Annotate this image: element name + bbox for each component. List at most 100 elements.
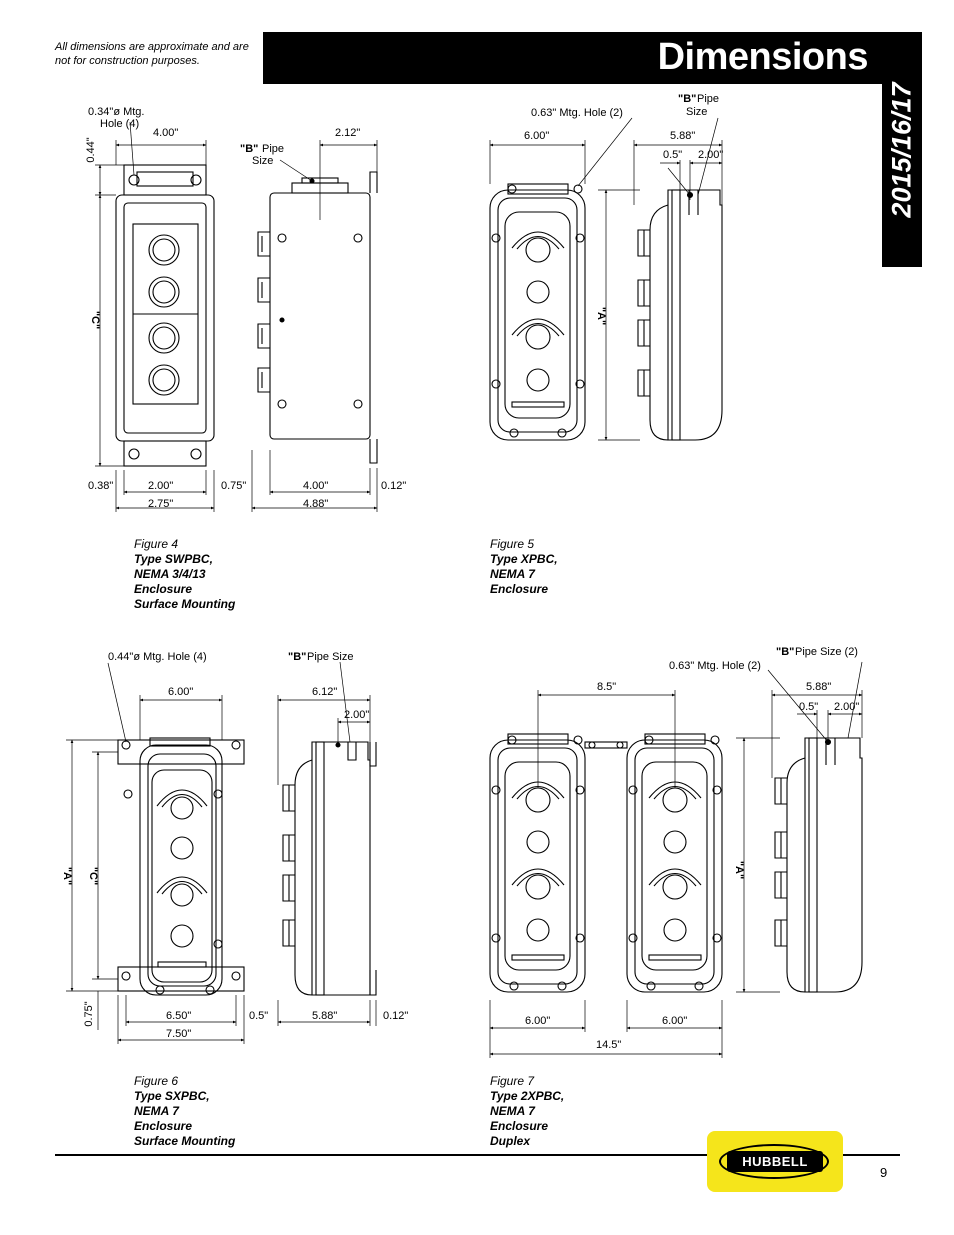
fig4-bottom-bracket — [123, 440, 207, 467]
disclaimer-text: All dimensions are approximate and are n… — [55, 41, 249, 67]
fig4-c-label: "C" — [89, 311, 101, 329]
fig7-b1: 6.00" — [525, 1015, 550, 1027]
fig7-center: 8.5" — [597, 681, 616, 693]
caption-line: Surface Mounting — [134, 597, 236, 611]
fig4-b1: 0.38" — [88, 480, 113, 492]
figure-5-drawing — [489, 117, 723, 441]
fig6-c-label: "C" — [87, 867, 99, 885]
fig7-side-body — [804, 737, 863, 993]
fig4-side-top: 2.12" — [335, 127, 360, 139]
fig7-side-b: 2.00" — [834, 701, 859, 713]
figure-6-caption: Figure 6 Type SXPBC, NEMA 7 Enclosure Su… — [134, 1074, 235, 1149]
fig7-pipe-rest: Pipe Size (2) — [795, 646, 858, 658]
caption-line: Type SWPBC, — [134, 552, 213, 566]
caption-line: Type XPBC, — [490, 552, 558, 566]
logo-bar — [727, 1151, 823, 1172]
fig6-side-body — [311, 741, 371, 996]
year-tab: 2015/16/17 — [882, 32, 922, 267]
fig6-side-top: 6.12" — [312, 686, 337, 698]
fig7-hole-label: 0.63" Mtg. Hole (2) — [669, 660, 761, 672]
fig6-bottom-bracket — [117, 966, 245, 992]
caption-line: NEMA 3/4/13 — [134, 567, 206, 581]
page-number: 9 — [880, 1165, 888, 1180]
hubbell-logo: HUBBELL — [707, 1131, 843, 1192]
fig5-a-label: "A" — [595, 307, 607, 325]
fig6-s2: 5.88" — [312, 1010, 337, 1022]
caption-line: NEMA 7 — [490, 567, 535, 581]
fig4-pipe-pipe: Pipe — [262, 143, 284, 155]
caption-line: Enclosure — [134, 1119, 193, 1133]
fig6-top-width: 6.00" — [168, 686, 193, 698]
caption-line: Enclosure — [490, 582, 549, 596]
fig5-side-b: 2.00" — [698, 149, 723, 161]
fig7-b3: 14.5" — [596, 1039, 621, 1051]
fig6-pipe-b: "B" — [288, 651, 306, 663]
caption-label: Figure 7 — [490, 1074, 535, 1088]
fig7-front-body-left — [489, 739, 586, 993]
fig6-side-b: 2.00" — [344, 709, 369, 721]
fig5-side-top: 5.88" — [670, 130, 695, 142]
caption-label: Figure 6 — [134, 1074, 179, 1088]
fig6-b1: 6.50" — [166, 1010, 191, 1022]
fig6-b2: 7.50" — [166, 1028, 191, 1040]
fig6-s3: 0.12" — [383, 1010, 408, 1022]
fig7-pipe-b: "B" — [776, 646, 794, 658]
fig4-pipe-size: Size — [252, 155, 273, 167]
fig5-top-width: 6.00" — [524, 130, 549, 142]
page-title: Dimensions — [657, 36, 869, 78]
fig5-pipe-pipe: Pipe — [697, 93, 719, 105]
footer-rule — [55, 1154, 900, 1156]
fig4-s2: 4.00" — [303, 480, 328, 492]
fig6-hole-label: 0.44"ø Mtg. Hole (4) — [108, 651, 207, 663]
caption-line: NEMA 7 — [490, 1104, 535, 1118]
caption-line: Type SXPBC, — [134, 1089, 210, 1103]
figure-7-drawing — [489, 661, 863, 1058]
figure-7-dimension-labels: "B" Pipe Size (2) 0.63" Mtg. Hole (2) 8.… — [525, 646, 859, 1051]
fig4-s3: 0.12" — [381, 480, 406, 492]
fig5-side-a: 0.5" — [663, 149, 682, 161]
fig4-b2: 2.00" — [148, 480, 173, 492]
caption-line: Surface Mounting — [134, 1134, 236, 1148]
figure-7-caption: Figure 7 Type 2XPBC, NEMA 7 Enclosure Du… — [490, 1074, 564, 1149]
fig5-side-body — [667, 189, 723, 441]
fig7-side-a: 0.5" — [799, 701, 818, 713]
fig6-top-bracket — [117, 739, 245, 765]
caption-line: Duplex — [490, 1134, 531, 1148]
fig6-front-body — [139, 744, 223, 996]
fig4-hole-label: 0.34"ø Mtg. — [88, 106, 144, 118]
caption-line: NEMA 7 — [134, 1104, 179, 1118]
caption-line: Enclosure — [490, 1119, 549, 1133]
fig4-top-width: 4.00" — [153, 127, 178, 139]
caption-line: Type 2XPBC, — [490, 1089, 565, 1103]
fig6-s1: 0.5" — [249, 1010, 268, 1022]
fig4-b3: 2.75" — [148, 498, 173, 510]
figure-4-caption: Figure 4 Type SWPBC, NEMA 3/4/13 Enclosu… — [134, 537, 235, 612]
figure-5-dimension-labels: 0.63" Mtg. Hole (2) "B" Pipe Size 6.00" … — [524, 93, 723, 325]
fig5-front-body — [489, 189, 586, 441]
caption-label: Figure 5 — [490, 537, 535, 551]
figure-6-drawing — [66, 661, 377, 1044]
figure-5-caption: Figure 5 Type XPBC, NEMA 7 Enclosure — [490, 537, 558, 597]
fig7-b2: 6.00" — [662, 1015, 687, 1027]
logo-text: HUBBELL — [742, 1154, 808, 1169]
fig4-s4: 4.88" — [303, 498, 328, 510]
fig4-small-height: 0.44" — [85, 137, 97, 162]
fig7-a-label: "A" — [733, 861, 745, 879]
fig5-pipe-b: "B" — [678, 93, 696, 105]
fig6-small-height: 0.75" — [83, 1001, 95, 1026]
fig4-s1: 0.75" — [221, 480, 246, 492]
fig6-a-label: "A" — [61, 867, 73, 885]
caption-line: Enclosure — [134, 582, 193, 596]
figure-4-dimension-labels: 0.34"ø Mtg. Hole (4) 4.00" 0.44" "B" Pip… — [85, 106, 406, 510]
fig4-pipe-b: "B" — [240, 143, 258, 155]
figure-6-dimension-labels: 0.44"ø Mtg. Hole (4) "B" Pipe Size 6.00"… — [61, 651, 408, 1040]
fig5-pipe-size: Size — [686, 106, 707, 118]
figure-4-drawing — [95, 121, 378, 512]
fig4-top-bracket — [123, 164, 207, 196]
fig4-hole-label-2: Hole (4) — [100, 118, 139, 130]
caption-label: Figure 4 — [134, 537, 179, 551]
title-bar: Dimensions — [263, 32, 882, 84]
fig7-side-top: 5.88" — [806, 681, 831, 693]
fig7-front-body-right — [626, 739, 723, 993]
